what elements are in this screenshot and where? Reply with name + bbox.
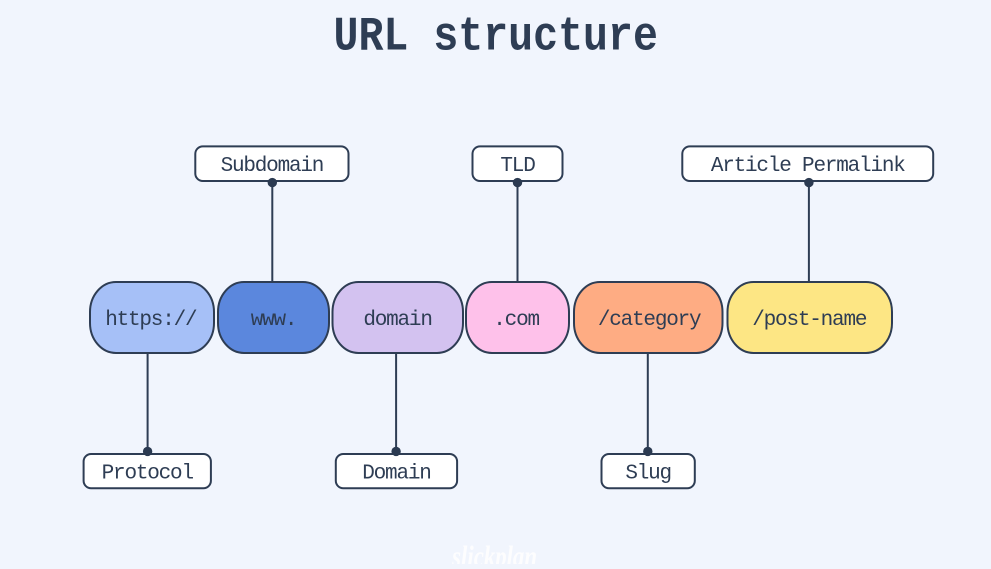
svg-text:Protocol: Protocol	[102, 463, 194, 486]
svg-text:Domain: Domain	[362, 463, 430, 486]
svg-text:/category: /category	[598, 309, 701, 332]
svg-text:Article Permalink: Article Permalink	[711, 155, 905, 178]
svg-text:slickplan: slickplan	[451, 539, 537, 564]
svg-text:URL structure: URL structure	[333, 11, 657, 64]
svg-text:/post-name: /post-name	[752, 309, 867, 332]
svg-text:domain: domain	[363, 309, 431, 332]
svg-text:.com: .com	[493, 309, 539, 332]
svg-text:Slug: Slug	[625, 463, 671, 486]
svg-text:Subdomain: Subdomain	[221, 155, 324, 178]
svg-text:TLD: TLD	[500, 155, 535, 178]
svg-text:www.: www.	[251, 309, 297, 332]
svg-text:https://: https://	[105, 309, 197, 332]
